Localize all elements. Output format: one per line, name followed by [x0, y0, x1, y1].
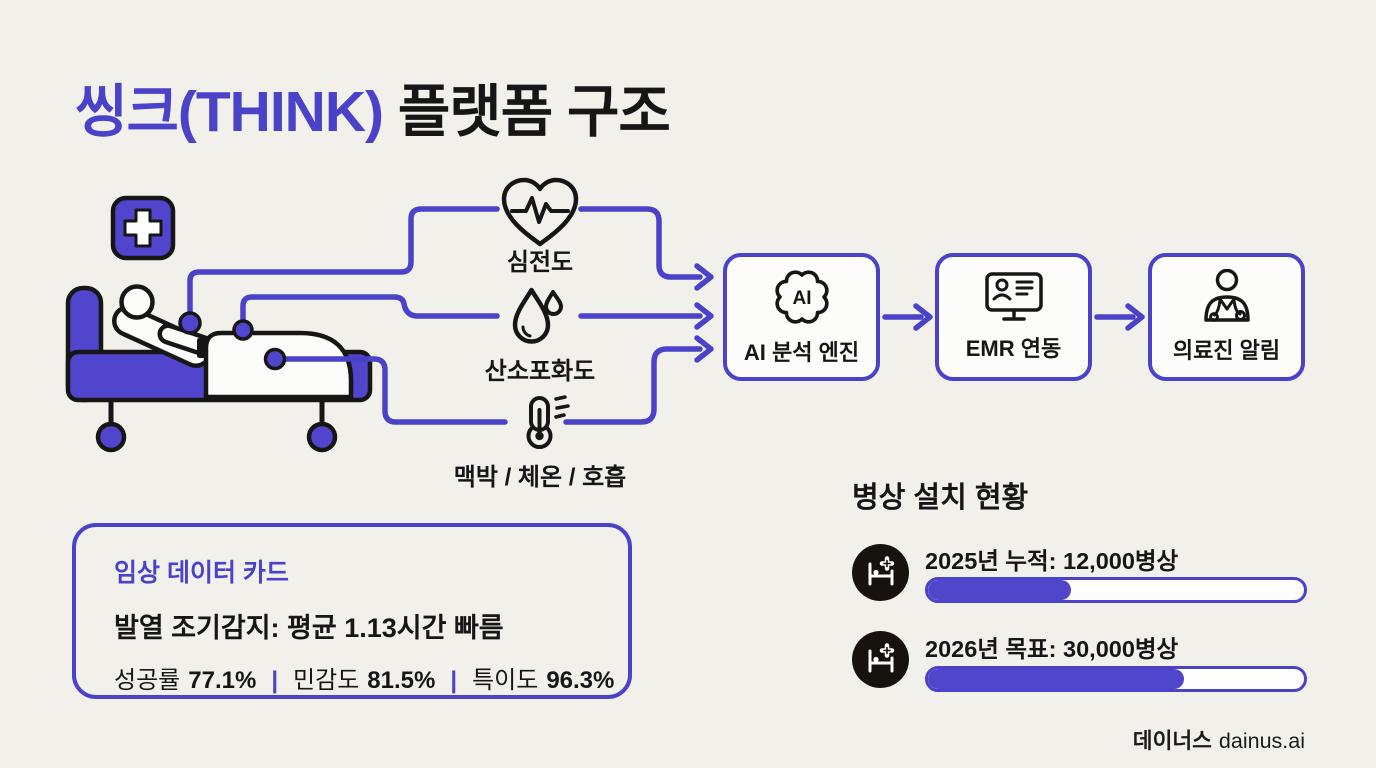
flow-label-emr: EMR 연동: [965, 336, 1062, 361]
hospital-sign-icon: [110, 195, 176, 261]
oxygen-drop-icon: [512, 287, 563, 344]
beds-section-title: 병상 설치 현황: [852, 482, 1029, 514]
flow-box-emr: EMR 연동: [935, 253, 1092, 381]
footer-domain: dainus.ai: [1218, 729, 1305, 753]
arrowhead-into-ai-bottom: [694, 335, 714, 363]
flow-box-ai-engine: AI AI 분석 엔진: [723, 253, 880, 381]
thermometer-icon: [526, 395, 570, 449]
hospital-bed-icon: [868, 555, 894, 585]
arrow-ai-to-emr: [882, 303, 933, 331]
footer-brand-name: 데이너스: [1132, 729, 1212, 753]
bed-badge-2025: [852, 544, 909, 601]
page-title: 씽크(THINK) 플랫폼 구조: [75, 66, 671, 148]
metric-specificity-label: 특이도: [472, 667, 539, 694]
page-title-highlight: 씽크(THINK): [75, 80, 384, 144]
ai-gear-icon: AI: [774, 270, 829, 324]
sensor-label-ecg: 심전도: [506, 249, 574, 276]
bed-badge-2026: [852, 631, 909, 688]
flow-label-ai-engine: AI 분석 엔진: [743, 340, 860, 365]
ecg-heart-icon: [501, 177, 579, 247]
ai-gear-text: AI: [792, 288, 811, 309]
clinical-card-metrics: 성공률 77.1% | 민감도 81.5% | 특이도 96.3%: [114, 660, 628, 695]
metric-success-label: 성공률: [114, 667, 181, 694]
metric-separator: |: [271, 667, 279, 694]
beds-row-2026-label: 2026년 목표: 30,000병상: [925, 636, 1179, 662]
emr-monitor-icon: [984, 272, 1043, 321]
arrowhead-into-ai-mid: [694, 302, 714, 330]
arrowhead-into-ai-top: [694, 263, 714, 291]
clinical-card-headline: 발열 조기감지: 평균 1.13시간 빠름: [114, 613, 504, 643]
beds-row-2025-progress-fill: [928, 580, 1071, 600]
sensor-label-vitals: 맥박 / 체온 / 호흡: [453, 464, 627, 491]
clinical-data-card: 임상 데이터 카드 발열 조기감지: 평균 1.13시간 빠름 성공률 77.1%…: [72, 523, 632, 699]
page-title-rest: 플랫폼 구조: [383, 80, 671, 144]
metric-success-value: 77.1%: [188, 667, 257, 694]
arrow-emr-to-staff: [1094, 303, 1145, 331]
metric-sensitivity-value: 81.5%: [367, 667, 436, 694]
sensor-dots: [178, 311, 287, 371]
metric-specificity-value: 96.3%: [546, 667, 615, 694]
metric-separator: |: [450, 667, 458, 694]
clinical-card-title: 임상 데이터 카드: [114, 559, 289, 587]
doctor-icon: [1203, 269, 1250, 322]
metric-sensitivity-label: 민감도: [293, 667, 360, 694]
beds-row-2025-label: 2025년 누적: 12,000병상: [925, 548, 1179, 574]
beds-row-2026-progress-fill: [928, 669, 1184, 689]
hospital-bed-icon: [868, 642, 894, 672]
beds-row-2026-progressbar: [925, 666, 1307, 692]
beds-row-2025-progressbar: [925, 577, 1307, 603]
sensor-label-spo2: 산소포화도: [484, 358, 596, 385]
flow-box-staff-alert: 의료진 알림: [1148, 253, 1305, 381]
patient-head: [119, 284, 155, 320]
hospital-bed-illustration: [65, 284, 373, 453]
flow-label-staff-alert: 의료진 알림: [1172, 338, 1281, 363]
